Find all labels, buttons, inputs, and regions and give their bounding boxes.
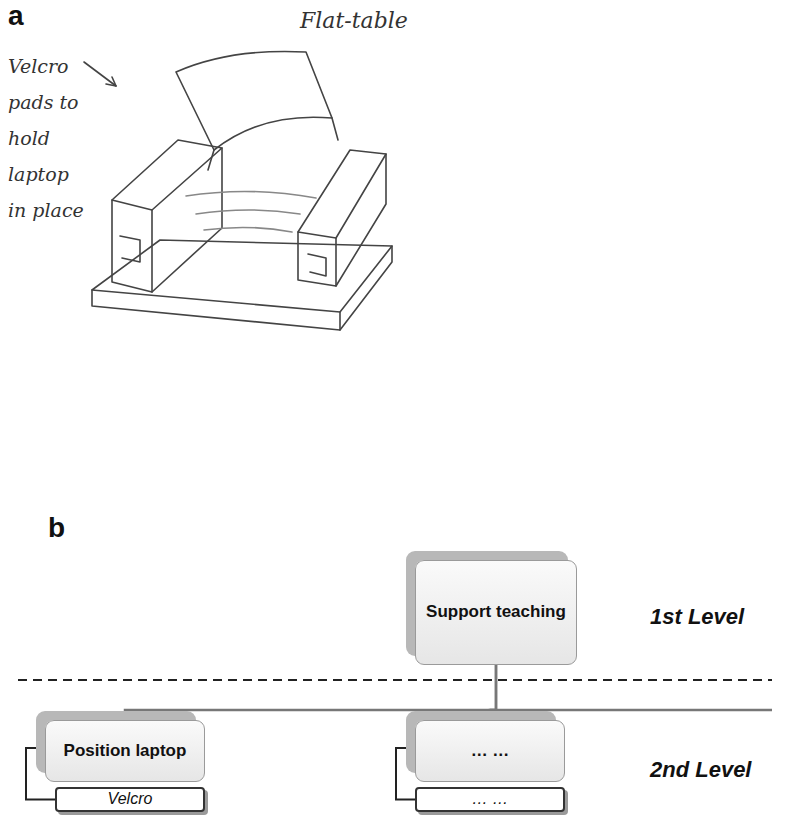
solution-box: Velcro <box>55 787 205 812</box>
node-text: Position laptop <box>58 740 193 762</box>
note-leader <box>84 62 116 86</box>
node-text: … … <box>466 789 514 810</box>
bracket-connector <box>396 748 415 800</box>
panel-letter: b <box>48 512 65 544</box>
node-text: … … <box>465 740 516 762</box>
function-box: … … <box>415 720 565 782</box>
node-text: Velcro <box>102 789 159 810</box>
right-slot <box>308 254 326 276</box>
left-block-front <box>112 200 152 292</box>
base-front <box>92 290 340 330</box>
right-block-side <box>336 154 386 286</box>
base-side <box>340 246 392 330</box>
right-block-front <box>298 232 336 286</box>
tree-connector <box>125 665 496 720</box>
hatch-lines <box>186 191 316 232</box>
level-label: 2nd Level <box>650 757 751 783</box>
plate-edge <box>208 118 338 170</box>
note-arrowhead <box>106 77 116 86</box>
handwritten-note: Flat-table <box>300 8 408 33</box>
node-text: Support teaching <box>420 601 572 623</box>
solution-box: … … <box>415 787 565 812</box>
handwritten-note: Velcro pads to hold laptop in place <box>8 48 86 228</box>
level-divider <box>18 679 772 681</box>
left-slot <box>120 236 140 262</box>
tree-connector <box>490 665 496 720</box>
laptop-plate <box>176 51 332 150</box>
laptop-stand-sketch <box>84 51 392 330</box>
level-label: 1st Level <box>650 604 744 630</box>
base-top <box>92 240 392 312</box>
left-block-top <box>112 140 222 210</box>
trunk-extension <box>490 709 772 712</box>
goal-box: Support teaching <box>415 560 577 665</box>
panel-letter: a <box>8 0 24 32</box>
function-box: Position laptop <box>45 720 205 782</box>
left-block-side <box>152 148 222 292</box>
